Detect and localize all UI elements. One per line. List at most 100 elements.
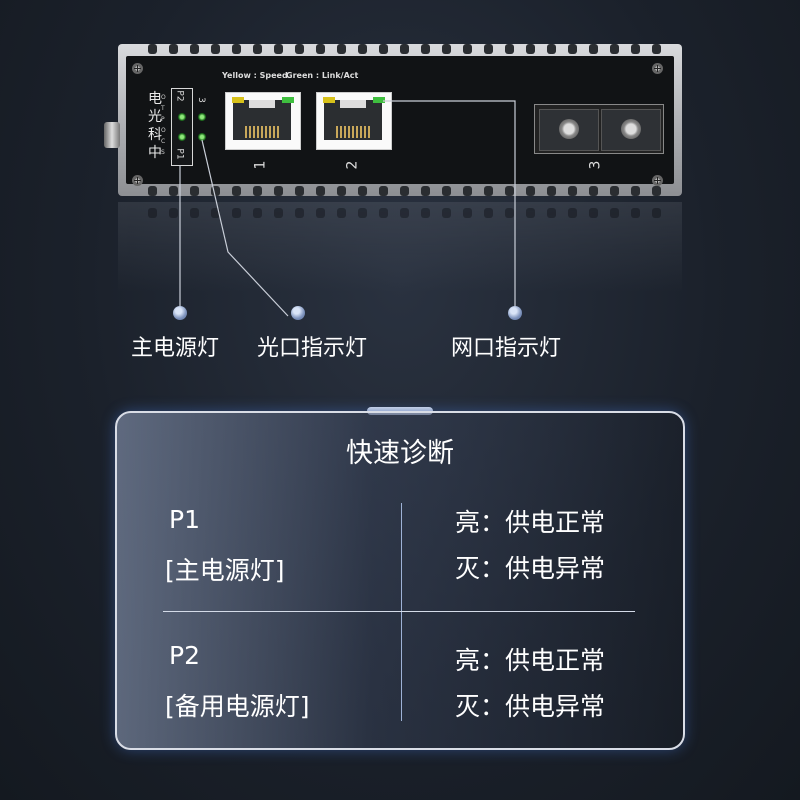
vent-fin <box>148 186 157 196</box>
vent-fin <box>589 186 598 196</box>
port-pins <box>245 126 279 138</box>
vent-fin <box>190 208 199 218</box>
vent-fin <box>484 208 493 218</box>
vent-fin <box>631 44 640 54</box>
vent-fin <box>589 44 598 54</box>
brand-subtitle: O T P O C S <box>161 94 166 156</box>
vent-fin <box>400 186 409 196</box>
top-fins <box>118 44 682 56</box>
vent-fin <box>211 44 220 54</box>
bottom-fins <box>118 184 682 196</box>
vent-fin <box>295 208 304 218</box>
vent-fin <box>316 208 325 218</box>
vent-fin <box>442 208 451 218</box>
speed-led-yellow <box>232 97 244 103</box>
vent-fin <box>400 208 409 218</box>
screw-icon <box>652 63 663 74</box>
brand-char: 中 <box>148 145 162 161</box>
callout-dot <box>508 306 522 320</box>
vent-fin <box>169 186 178 196</box>
optical-led-1 <box>198 113 206 121</box>
vent-fin <box>463 44 472 54</box>
brand-logo: 电 光 科 中 <box>138 90 172 180</box>
vent-fin <box>295 44 304 54</box>
callout-main-power: 主电源灯 <box>131 336 220 361</box>
port-socket <box>324 100 382 140</box>
port-pins <box>336 126 370 138</box>
vent-fin <box>274 208 283 218</box>
legend-yellow: Yellow : Speed <box>222 71 288 80</box>
vent-fin <box>358 186 367 196</box>
vent-fin <box>421 44 430 54</box>
vent-fin <box>232 186 241 196</box>
vent-fin <box>253 44 262 54</box>
sc-fiber-port <box>534 104 664 154</box>
vent-fin <box>232 44 241 54</box>
power-led-group: P2 P1 <box>171 88 193 166</box>
row-code: P2 <box>169 641 200 670</box>
rj45-port-1 <box>225 92 301 150</box>
row-code: P1 <box>169 505 200 534</box>
vent-fin <box>442 44 451 54</box>
fiber-lens <box>559 119 579 139</box>
port-socket <box>233 100 291 140</box>
vent-fin <box>505 186 514 196</box>
vent-fin <box>610 44 619 54</box>
vent-fin <box>148 44 157 54</box>
vent-fin <box>589 208 598 218</box>
vent-fin <box>547 186 556 196</box>
vent-fin <box>505 44 514 54</box>
vent-fin <box>358 208 367 218</box>
vent-fin <box>253 186 262 196</box>
link-led-green <box>282 97 294 103</box>
row-status-off: 灭：供电异常 <box>455 554 606 583</box>
vent-fin <box>568 186 577 196</box>
vent-fin <box>484 44 493 54</box>
brand-char: 电 <box>148 91 162 107</box>
vent-fin <box>610 208 619 218</box>
optical-led-2 <box>198 133 206 141</box>
vent-fin <box>379 186 388 196</box>
row-name: [备用电源灯] <box>165 692 310 721</box>
vent-fin <box>148 208 157 218</box>
vent-fin <box>379 44 388 54</box>
vent-fin <box>526 208 535 218</box>
row-status-off: 灭：供电异常 <box>455 692 606 721</box>
power-led-p1 <box>178 133 186 141</box>
vent-fin <box>400 44 409 54</box>
vent-fin <box>568 44 577 54</box>
vent-fin <box>274 186 283 196</box>
brand-char: 科 <box>148 127 162 143</box>
diagnosis-panel: 快速诊断 P1 [主电源灯] 亮：供电正常 灭：供电异常 P2 [备用电源灯] … <box>115 411 685 750</box>
leader-line-optical <box>201 139 289 317</box>
ground-screw <box>104 122 120 148</box>
vent-fin <box>631 186 640 196</box>
vent-fin <box>169 208 178 218</box>
legend-green: Green : Link/Act <box>286 71 359 80</box>
vent-fin <box>652 208 661 218</box>
callout-optical: 光口指示灯 <box>257 336 368 361</box>
vent-fin <box>547 44 556 54</box>
vent-fin <box>463 186 472 196</box>
screw-icon <box>132 63 143 74</box>
vent-fin <box>421 208 430 218</box>
fiber-socket <box>601 109 661 151</box>
vent-fin <box>421 186 430 196</box>
vent-fin <box>358 44 367 54</box>
vent-fin <box>610 186 619 196</box>
vent-fin <box>463 208 472 218</box>
vent-fin <box>568 208 577 218</box>
vent-fin <box>295 186 304 196</box>
vent-fin <box>337 208 346 218</box>
vent-fin <box>631 208 640 218</box>
link-led-green <box>373 97 385 103</box>
vent-fin <box>316 44 325 54</box>
row-status-on: 亮：供电正常 <box>455 508 606 537</box>
row-divider <box>163 611 635 612</box>
callout-dot <box>291 306 305 320</box>
callout-dot <box>173 306 187 320</box>
vent-fin <box>526 186 535 196</box>
vent-fin <box>652 186 661 196</box>
vent-fin <box>505 208 514 218</box>
